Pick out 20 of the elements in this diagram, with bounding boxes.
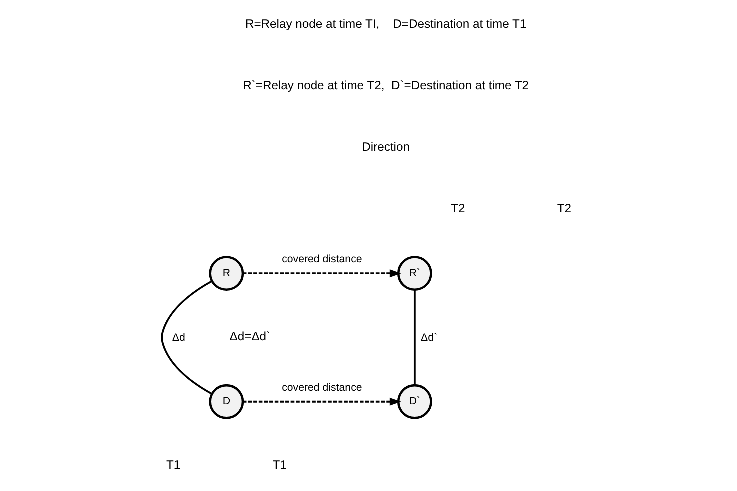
connector: [160, 280, 212, 395]
edge-label: covered distance: [282, 254, 362, 266]
label: T1: [272, 458, 286, 472]
label: R`=Relay node at time T2, D`=Destination at time T2: [242, 78, 529, 92]
connector: [413, 290, 416, 386]
label: T2: [450, 201, 465, 216]
label: Direction: [362, 140, 410, 154]
node-circle: D: [208, 384, 244, 420]
label: T1: [166, 458, 180, 472]
arrow: [242, 270, 401, 278]
node-circle: D`: [396, 384, 432, 420]
node-circle: R: [208, 256, 244, 292]
label: R=Relay node at time TI, D=Destination at time T1: [244, 16, 526, 31]
node-circle: R`: [396, 256, 432, 292]
label: Δd=Δd`: [229, 330, 270, 344]
arrow: [242, 398, 401, 406]
edge-label: Δd: [172, 332, 185, 344]
edge-label: Δd`: [420, 332, 438, 344]
edge-label: covered distance: [282, 382, 362, 394]
label: T2: [556, 201, 572, 216]
